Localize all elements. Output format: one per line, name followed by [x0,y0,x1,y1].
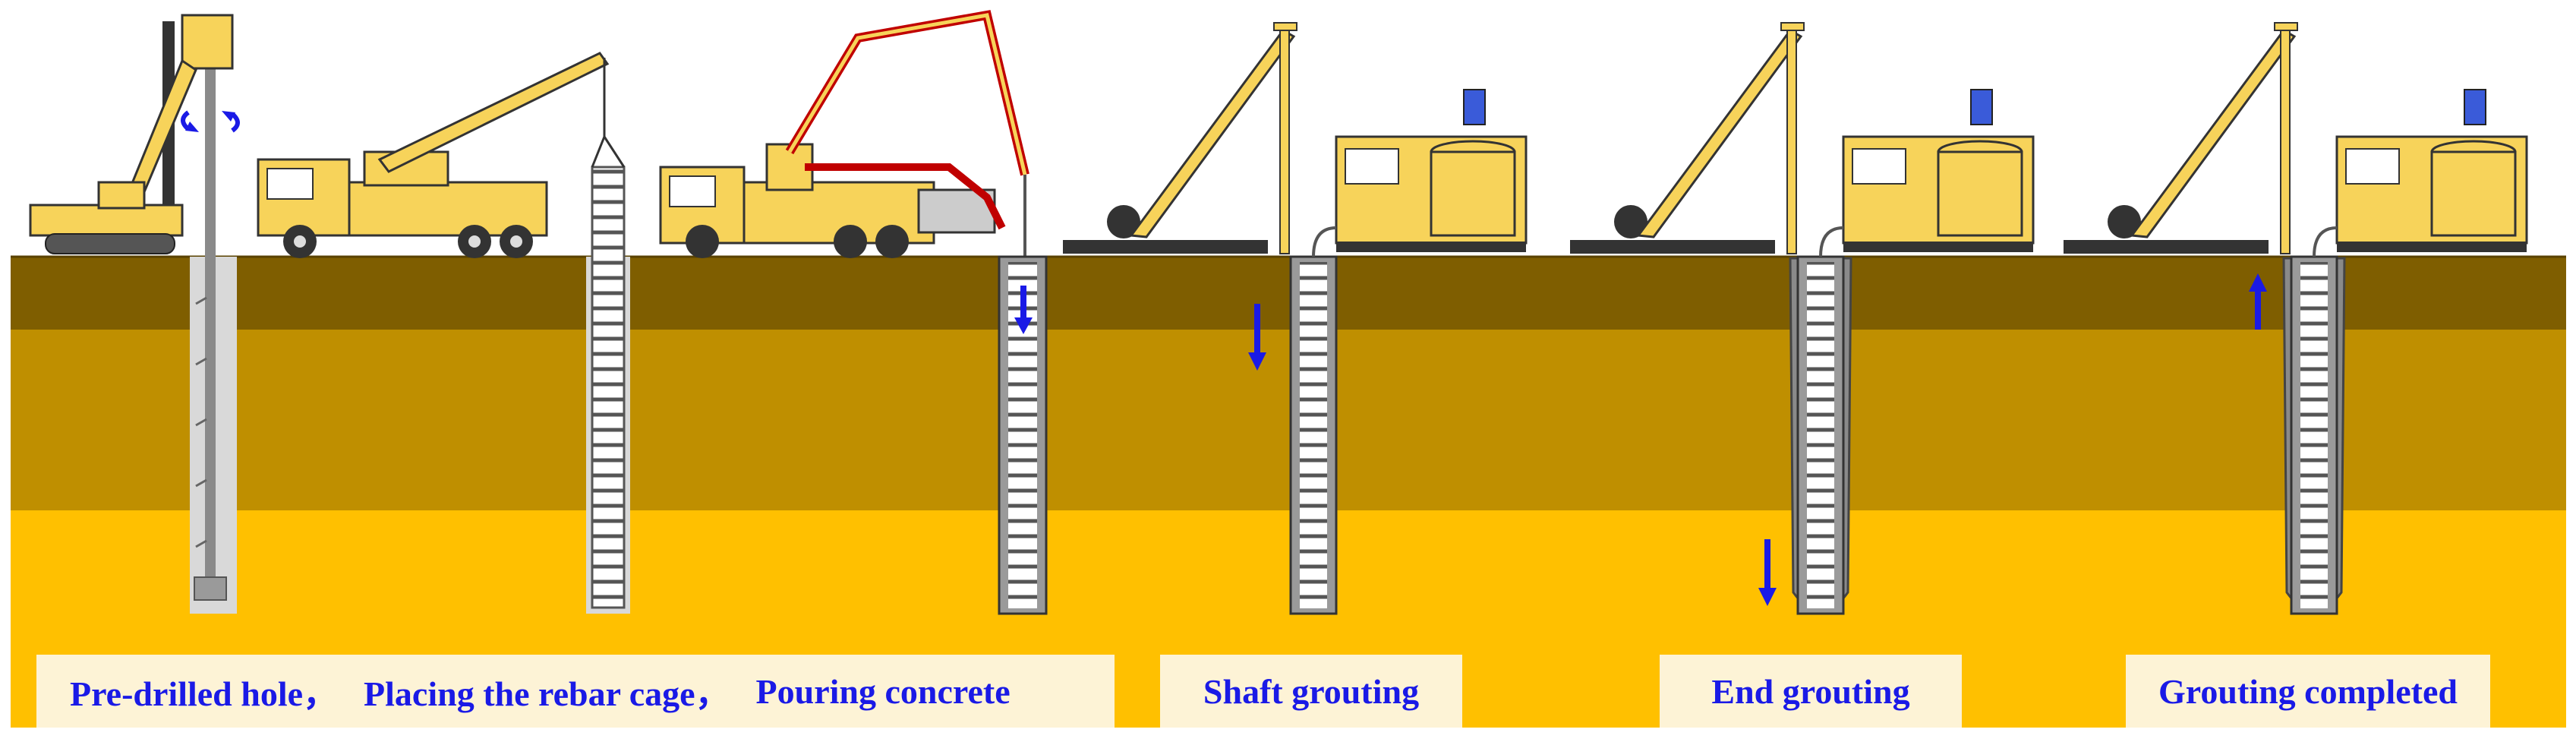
rotation-arrows-icon [181,110,240,133]
drilling-rig [29,14,240,614]
caption-pouring-concrete: Pouring concrete [755,671,1011,711]
soil-layer-top [11,257,2566,330]
caption-predrill-rebar-concrete: Pre-drilled hole， Placing the rebar cage… [36,655,1115,728]
grouting-station-completed [2064,22,2528,615]
caption-shaft-grouting: Shaft grouting [1203,671,1420,711]
caption-predrilled-hole: Pre-drilled hole， [70,674,339,713]
arrow-up-icon [2249,273,2267,330]
caption-end-grouting-box: End grouting [1660,655,1962,728]
arrow-down-icon [1758,539,1777,606]
concrete-pump-truck [659,10,1048,615]
rebar-cage [591,166,626,609]
soil-layer-middle [11,330,2566,510]
arrow-down-icon [1248,304,1266,371]
caption-grouting-completed-box: Grouting completed [2126,655,2490,728]
arrow-down-icon [1014,286,1033,334]
grouting-station-shaft [1063,22,1528,615]
caption-placing-rebar-cage: Placing the rebar cage， [364,674,730,713]
caption-end-grouting: End grouting [1711,671,1910,711]
grouting-station-end [1570,22,2035,615]
caption-grouting-completed: Grouting completed [2158,671,2458,711]
caption-shaft-grouting-box: Shaft grouting [1160,655,1462,728]
crane-truck [257,52,630,614]
